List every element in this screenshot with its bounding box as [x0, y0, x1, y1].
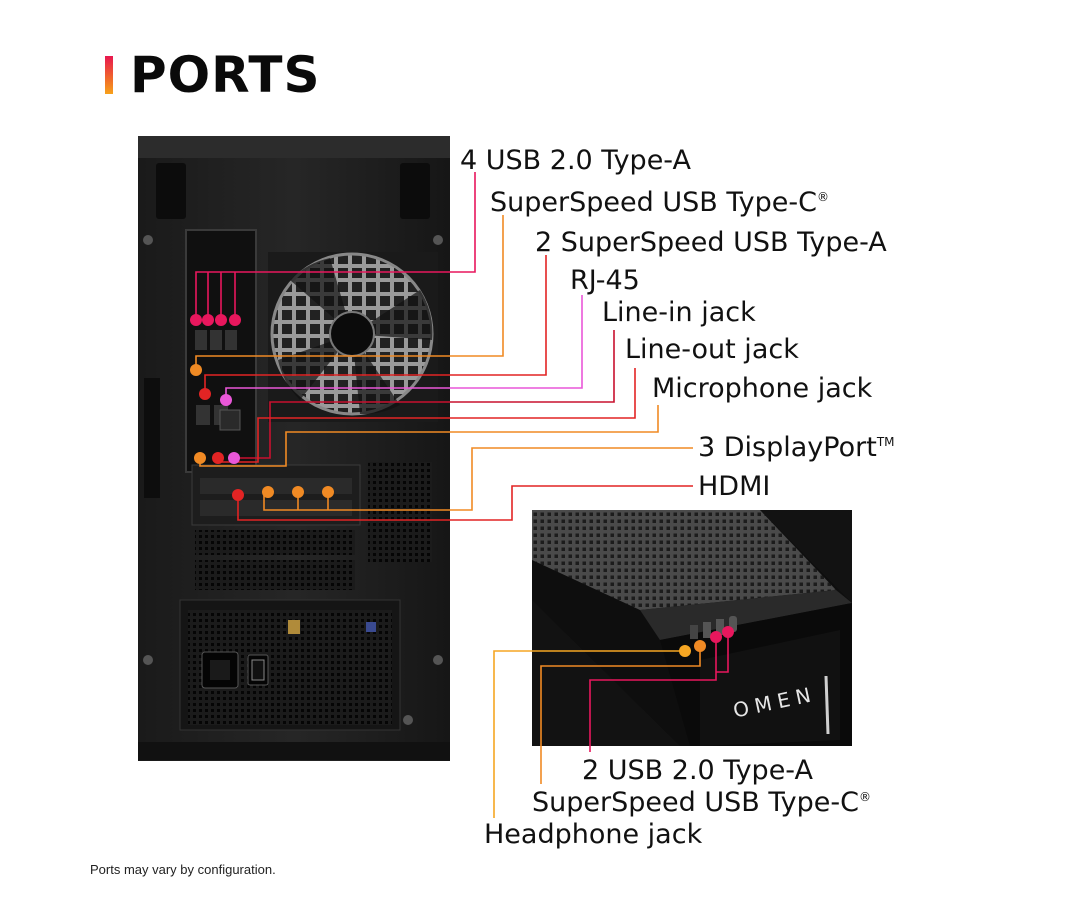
- rear-tower: [138, 136, 450, 761]
- label-superspeed-usb-type-c-front: SuperSpeed USB Type-C®: [532, 787, 871, 818]
- label-displayport: 3 DisplayPortTM: [698, 432, 895, 463]
- footnote: Ports may vary by configuration.: [90, 862, 276, 877]
- rear-port-dots: [190, 314, 334, 501]
- label-rj45: RJ-45: [570, 265, 640, 296]
- label-line-in-jack: Line-in jack: [602, 297, 756, 328]
- label-microphone-jack: Microphone jack: [652, 373, 873, 404]
- label-usb20-type-a-front: 2 USB 2.0 Type-A: [582, 755, 813, 786]
- front-port-dots: [679, 626, 734, 657]
- label-hdmi: HDMI: [698, 471, 771, 502]
- label-usb20-type-a-rear: 4 USB 2.0 Type-A: [460, 145, 691, 176]
- front-leader-lines: [493, 632, 729, 818]
- front-tower: OMEN: [532, 510, 852, 746]
- rear-leader-lines: [195, 172, 693, 521]
- title-accent-bar: [105, 56, 113, 94]
- page-title: PORTS: [130, 46, 321, 104]
- label-superspeed-usb-type-c-rear: SuperSpeed USB Type-C®: [490, 187, 829, 218]
- label-headphone-jack: Headphone jack: [484, 819, 703, 850]
- label-superspeed-usb-type-a-rear: 2 SuperSpeed USB Type-A: [535, 227, 887, 258]
- label-line-out-jack: Line-out jack: [625, 334, 799, 365]
